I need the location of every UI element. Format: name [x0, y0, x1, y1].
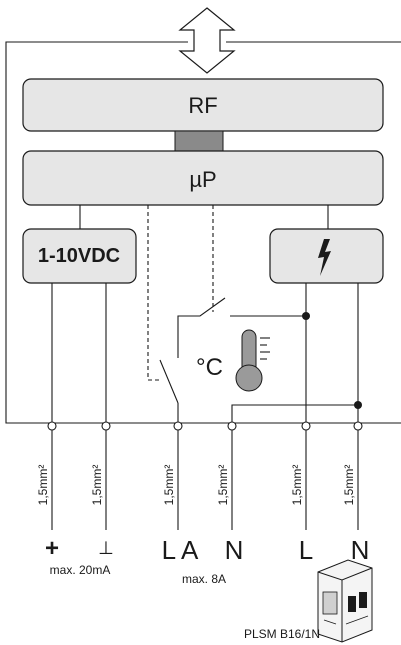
terminal-n2	[353, 421, 363, 431]
terminal-l	[301, 421, 311, 431]
cable-size-label: 1,5mm²	[216, 465, 230, 506]
terminal-plus	[47, 421, 57, 431]
terminal-n1	[227, 421, 237, 431]
cable-size-label: 1,5mm²	[162, 465, 176, 506]
breaker-label: PLSM B16/1N	[244, 627, 320, 641]
cable-size-label: 1,5mm²	[342, 465, 356, 506]
thermometer-icon	[235, 329, 270, 392]
terminal-n2-label: N	[351, 535, 370, 565]
terminal-la-label: L A	[162, 535, 199, 565]
microprocessor-block	[22, 150, 384, 206]
neutral-bridge-wire	[231, 404, 358, 426]
circuit-breaker-illustration	[317, 559, 373, 643]
relay-control-dashed	[147, 205, 160, 381]
rf-up-connector	[174, 130, 224, 152]
cable-size-label: 1,5mm²	[90, 465, 104, 506]
cable-size-label: 1,5mm²	[290, 465, 304, 506]
voltage-module-label: 1-10VDC	[38, 245, 120, 267]
terminal-plus-label: +	[45, 535, 59, 562]
terminal-minus	[101, 421, 111, 431]
temperature-unit: °C	[196, 354, 223, 381]
max-current-relay-note: max. 8A	[182, 572, 226, 586]
housing-outline	[5, 41, 401, 424]
rf-label: RF	[188, 93, 217, 118]
terminal-l-label: L	[299, 535, 313, 565]
voltage-module-block	[22, 228, 137, 284]
terminal-la	[173, 421, 183, 431]
terminal-n1-label: N	[225, 535, 244, 565]
junction-dot-l	[302, 312, 310, 320]
thermo-switch-wire	[177, 297, 306, 358]
terminal-minus-label: ⊥	[98, 538, 114, 558]
relay-switch-blade	[159, 359, 179, 404]
max-current-low-note: max. 20mA	[50, 563, 111, 577]
antenna-arrow	[178, 7, 236, 74]
lightning-icon	[318, 239, 331, 276]
cable-size-label: 1,5mm²	[36, 465, 50, 506]
microprocessor-label: µP	[189, 167, 216, 192]
